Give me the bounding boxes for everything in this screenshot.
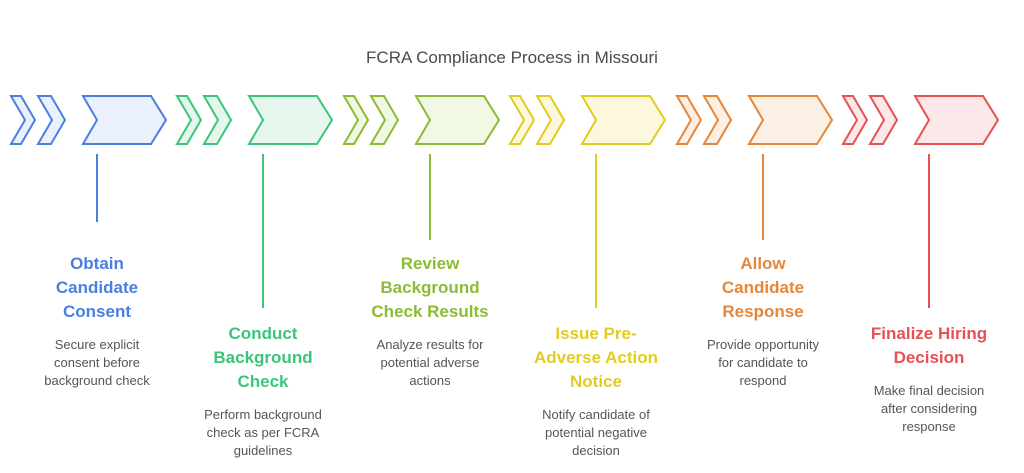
step-description: Secure explicit consent before background … (12, 336, 182, 390)
step-description: Make final decision after considering resp… (844, 382, 1014, 436)
step-description-line: decision (572, 443, 620, 458)
connector-line (262, 154, 264, 308)
step-description-line: consent before (53, 355, 140, 370)
step-description-line: Provide opportunity (706, 337, 819, 352)
step-title-line: Finalize Hiring (870, 324, 988, 343)
chevron-arrows-icon (175, 95, 334, 145)
step-title-line: Conduct (228, 324, 298, 343)
chevron-3 (913, 95, 1000, 145)
step-description-line: actions (409, 373, 451, 388)
step-description-line: respond (739, 373, 787, 388)
chevron-arrows-icon (508, 95, 667, 145)
step-title-line: Check Results (371, 302, 489, 321)
step-description: Provide opportunity for candidate to respo… (678, 336, 848, 390)
step-description: Analyze results for potential adverse acti… (345, 336, 515, 390)
step-description-line: background check (44, 373, 150, 388)
chevron-1 (9, 95, 37, 145)
chevron-1 (175, 95, 203, 145)
step-title-line: Check (237, 372, 289, 391)
step-title-line: Candidate (55, 278, 139, 297)
step-description-line: check as per FCRA (206, 425, 320, 440)
chevron-2 (868, 95, 899, 145)
step-description-line: Analyze results for (376, 337, 484, 352)
step-description: Perform background check as per FCRA guide… (178, 406, 348, 460)
chevron-3 (414, 95, 501, 145)
chevron-1 (508, 95, 536, 145)
step-title-line: Background (213, 348, 313, 367)
step-title-line: Candidate (721, 278, 805, 297)
chevron-3 (580, 95, 667, 145)
chevron-2 (369, 95, 400, 145)
chevron-arrows-icon (675, 95, 834, 145)
step-description-line: guidelines (233, 443, 293, 458)
connector-line (928, 154, 930, 308)
step-description-line: Perform background (204, 407, 322, 422)
chevron-2 (702, 95, 733, 145)
step-description: Notify candidate of potential negative dec… (511, 406, 681, 460)
step-description-line: response (902, 419, 956, 434)
step-title-line: Notice (570, 372, 622, 391)
diagram-title: FCRA Compliance Process in Missouri (366, 48, 658, 67)
step-title-line: Decision (893, 348, 965, 367)
chevron-1 (342, 95, 370, 145)
chevron-1 (841, 95, 869, 145)
step-title-line: Allow (740, 254, 786, 273)
step-title-line: Issue Pre- (555, 324, 637, 343)
step-description-line: Secure explicit (54, 337, 140, 352)
step-description-line: Make final decision (873, 383, 985, 398)
step-title-line: Response (722, 302, 804, 321)
chevron-arrows-icon (841, 95, 1000, 145)
step-title-line: Adverse Action (533, 348, 659, 367)
step-description-line: potential adverse (380, 355, 480, 370)
chevron-arrows-icon (9, 95, 168, 145)
chevron-3 (81, 95, 168, 145)
step-description-line: Notify candidate of (542, 407, 650, 422)
step-title-line: Consent (63, 302, 131, 321)
chevron-3 (247, 95, 334, 145)
step-title-line: Review (400, 254, 460, 273)
chevron-arrows-icon (342, 95, 501, 145)
step-description-line: for candidate to (718, 355, 808, 370)
step-description-line: after considering (880, 401, 978, 416)
connector-line (595, 154, 597, 308)
chevron-1 (675, 95, 703, 145)
chevron-2 (535, 95, 566, 145)
connector-line (429, 154, 431, 240)
step-title-line: Background (380, 278, 480, 297)
connector-line (762, 154, 764, 240)
connector-line (96, 154, 98, 222)
chevron-2 (36, 95, 67, 145)
chevron-3 (747, 95, 834, 145)
step-description-line: potential negative (545, 425, 647, 440)
step-title-line: Obtain (70, 254, 124, 273)
chevron-2 (202, 95, 233, 145)
